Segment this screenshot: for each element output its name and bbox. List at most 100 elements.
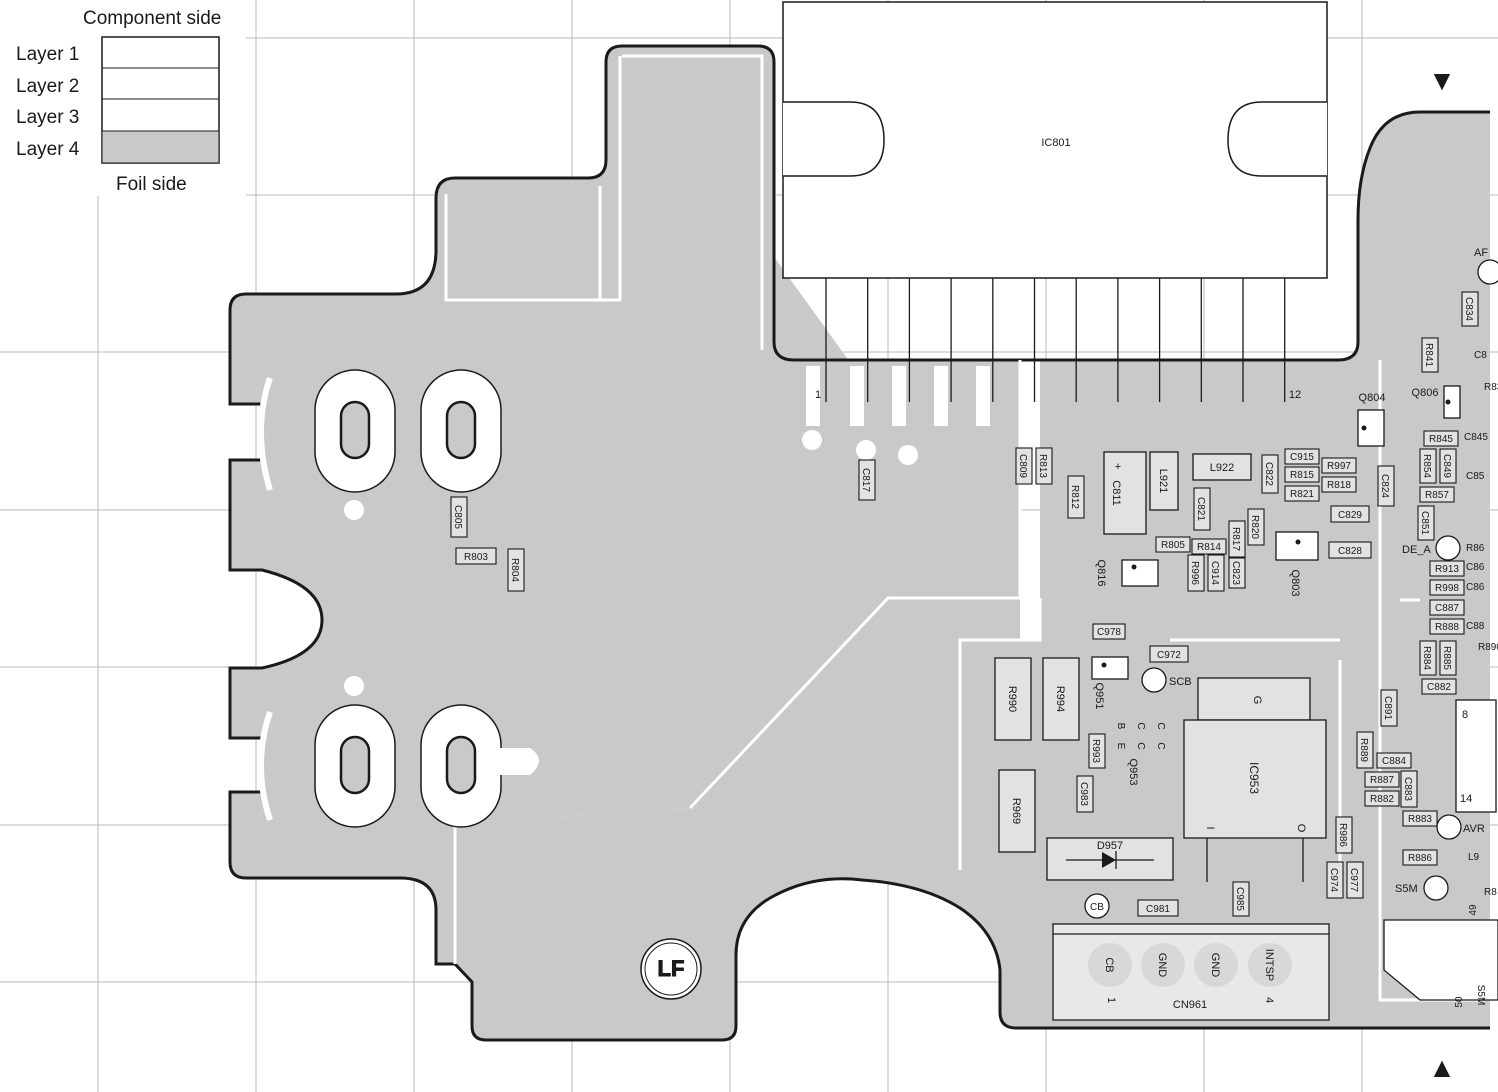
part-label: R986	[1337, 823, 1348, 847]
edge-partial-label: C88	[1466, 621, 1485, 632]
part-r889: R889	[1356, 731, 1374, 769]
part-label: C817	[860, 468, 871, 492]
part-label: C822	[1263, 462, 1274, 486]
part-label: C884	[1382, 756, 1406, 767]
c811-ref: C811	[1110, 480, 1122, 505]
d957-ref: D957	[1097, 840, 1123, 852]
part-label: C851	[1419, 511, 1430, 535]
part-label: R884	[1421, 646, 1432, 670]
inner-boundary-2	[453, 596, 1020, 964]
ic953-pin-i: I	[1204, 826, 1216, 829]
part-c883: C883	[1400, 770, 1418, 808]
part-label: C983	[1078, 782, 1089, 806]
legend-layer3: Layer 3	[16, 107, 79, 128]
l921-ref: L921	[1157, 469, 1169, 493]
r994-ref: R994	[1054, 686, 1066, 712]
edge-partial-labels: C8R86C86C86C88R890C85R83C845L9R8	[1464, 350, 1498, 898]
board-edge	[228, 44, 1490, 1042]
part-r820: R820	[1247, 508, 1265, 546]
part-label: C829	[1338, 510, 1362, 521]
legend-layer2: Layer 2	[16, 76, 79, 97]
part-c985: C985	[1232, 881, 1250, 917]
part-r818: R818	[1321, 476, 1357, 493]
edge-partial-label: C85	[1466, 471, 1485, 482]
part-label: C824	[1379, 474, 1390, 498]
svg-text:AVR: AVR	[1463, 823, 1485, 835]
part-label: C914	[1209, 561, 1220, 585]
part-label: R841	[1423, 343, 1434, 367]
part-r885: R885	[1439, 640, 1457, 676]
svg-text:C: C	[1135, 742, 1146, 749]
svg-text:DE_A: DE_A	[1402, 544, 1431, 556]
part-label: R815	[1290, 470, 1314, 481]
svg-text:14: 14	[1460, 793, 1472, 805]
cn961-pin1-num: 1	[1105, 997, 1117, 1003]
cn961-pin-gnd1: GND	[1156, 953, 1168, 978]
part-c972: C972	[1149, 645, 1189, 663]
part-label: R803	[464, 552, 488, 563]
legend-layer4: Layer 4	[16, 139, 80, 160]
part-r996: R996	[1187, 554, 1205, 592]
ic953-pin-g: G	[1251, 696, 1263, 705]
part-label: C887	[1435, 603, 1459, 614]
part-r883: R883	[1402, 810, 1438, 827]
part-c822: C822	[1261, 454, 1279, 494]
part-c882: C882	[1421, 678, 1457, 695]
cn961-ref: CN961	[1173, 999, 1207, 1011]
bottom-arrow-marker: ▲	[1428, 1052, 1456, 1083]
ic953: G IC953 I O	[1183, 677, 1327, 882]
svg-text:+: +	[1115, 461, 1121, 473]
part-label: C821	[1195, 497, 1206, 521]
part-r854: R854	[1419, 448, 1437, 484]
part-c887: C887	[1429, 599, 1465, 616]
ic801-pin1: 1	[815, 389, 821, 401]
d957: D957	[1046, 837, 1174, 881]
svg-text:LF: LF	[658, 956, 685, 981]
cn961: CB GND GND INTSP 1 4 CN961	[1052, 923, 1330, 1021]
part-label: C978	[1097, 627, 1121, 638]
part-label: R887	[1370, 775, 1394, 786]
part-label: R813	[1037, 454, 1048, 478]
edge-partial-label: C8	[1474, 350, 1487, 361]
part-c915: C915	[1284, 448, 1320, 465]
svg-text:C: C	[1155, 722, 1166, 729]
edge-partial-label: R86	[1466, 543, 1485, 554]
transistor-symbols: Q804 Q806 Q816 Q803 Q951 Q953 B E C C C …	[1091, 385, 1461, 785]
part-r886: R886	[1402, 849, 1438, 866]
svg-text:Q803: Q803	[1289, 570, 1301, 597]
part-label: R889	[1358, 738, 1369, 762]
part-r887: R887	[1364, 771, 1400, 788]
part-r845: R845	[1423, 430, 1459, 447]
svg-text:C: C	[1155, 742, 1166, 749]
mounting-slots	[258, 369, 539, 828]
part-label: R805	[1161, 540, 1185, 551]
svg-text:49: 49	[1468, 904, 1479, 916]
svg-text:CB: CB	[1090, 902, 1104, 913]
part-label: R993	[1090, 739, 1101, 763]
part-c821: C821	[1193, 487, 1211, 531]
part-r813: R813	[1035, 447, 1053, 485]
cn961-pin4-num: 4	[1263, 997, 1275, 1003]
power-resistors: R990 R994 R969 C811 + L921 L922	[994, 451, 1252, 853]
svg-text:C: C	[1135, 722, 1146, 729]
part-c824: C824	[1377, 465, 1395, 507]
part-label: R812	[1069, 485, 1080, 509]
part-r913: R913	[1429, 560, 1465, 577]
part-c914: C914	[1207, 554, 1225, 592]
part-r884: R884	[1419, 640, 1437, 676]
r969-ref: R969	[1010, 798, 1022, 824]
part-label: R818	[1327, 480, 1351, 491]
r990-ref: R990	[1006, 686, 1018, 712]
legend-top-label: Component side	[83, 8, 221, 29]
part-c828: C828	[1328, 541, 1372, 559]
part-c834: C834	[1461, 291, 1479, 327]
ic801-ref: IC801	[1041, 137, 1070, 149]
test-points: SCB CB DE_A AVR S5M AF	[1084, 247, 1498, 919]
part-r817: R817	[1228, 520, 1246, 558]
part-c977: C977	[1346, 861, 1364, 899]
part-r857: R857	[1419, 486, 1455, 503]
part-c829: C829	[1330, 505, 1370, 523]
